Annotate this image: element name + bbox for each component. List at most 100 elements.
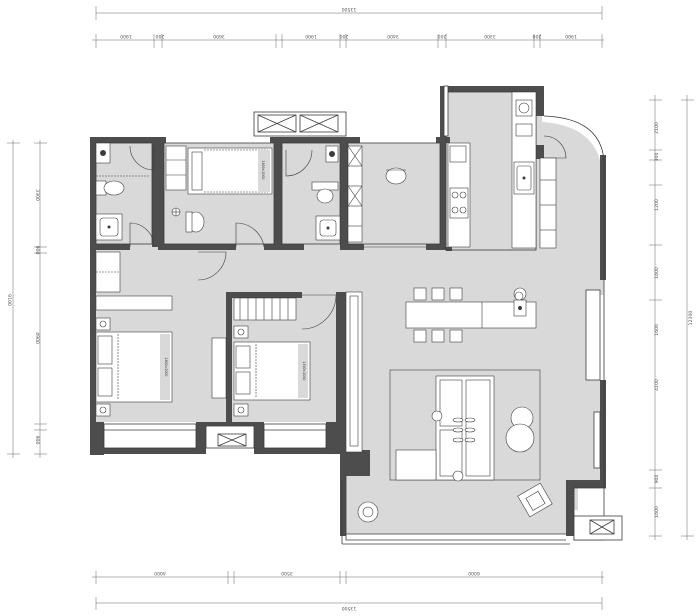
kitchen-fixtures — [447, 91, 557, 249]
bathroom-left-fixtures — [95, 142, 150, 241]
floor-lamp — [514, 291, 524, 301]
laundry-cabinet — [347, 145, 363, 243]
bottom-dimension-text: 4000 3500 6000 13500 — [154, 570, 480, 611]
wall-top-laundry — [340, 137, 360, 143]
dining-chair-1 — [413, 287, 427, 301]
wall-bottom-mid2 — [326, 422, 346, 452]
hall-floor — [94, 247, 604, 295]
wall-bottom-small-2 — [254, 422, 264, 454]
left-total-dim: 9100 — [6, 294, 12, 306]
dining-chair-2 — [431, 287, 445, 301]
wall-kitchen-bottom — [446, 247, 452, 251]
wardrobe-mid — [233, 297, 297, 321]
dining-chair-5 — [431, 329, 445, 343]
wall-bottom-balcony-mid — [262, 448, 340, 454]
sofa-cushion-2 — [452, 427, 464, 433]
left-dim-4: 900 — [34, 436, 40, 445]
sofa-cushion-5 — [464, 427, 476, 433]
right-dim-6: 4100 — [654, 379, 660, 391]
wall-bottom-balcony-left — [90, 448, 198, 454]
right-dimension-lines — [649, 95, 694, 540]
wall-masterbath-bottom — [158, 244, 236, 250]
wall-bedroom-top-right — [226, 292, 302, 298]
bottom-dim-3: 6000 — [468, 570, 480, 576]
top-dim-10: 1900 — [565, 33, 577, 39]
left-dim-1: 3300 — [34, 189, 40, 201]
toilet-mid-bowl — [316, 188, 334, 204]
laundry-fixtures — [347, 145, 407, 243]
door-bath-mid-top — [285, 149, 313, 177]
window-bedroom-mid — [263, 423, 327, 449]
top-dimension-lines — [92, 6, 604, 48]
right-dim-4: 1600 — [654, 267, 660, 279]
sofa-cushion-6 — [464, 437, 476, 443]
top-dimension-text: 13500 1900 200 3600 1900 200 3400 200 33… — [120, 6, 577, 39]
wall-right-exterior — [600, 155, 606, 280]
wall-bedroom-right — [336, 292, 346, 452]
window-bedroom-left — [103, 423, 197, 449]
wall-bottom-left — [90, 422, 104, 455]
left-dimension-text: 9100 3300 900 4900 900 — [6, 189, 40, 444]
top-dim-6: 3400 — [387, 33, 399, 39]
toilet-left-bowl — [103, 180, 125, 196]
door-bath-left-top — [129, 145, 155, 171]
door-masterbath — [235, 222, 265, 248]
wall-top-masterbath — [270, 137, 346, 143]
coffee-table-2 — [505, 423, 535, 453]
top-dim-1: 1900 — [120, 33, 132, 39]
wall-kitchen-right-mid — [536, 145, 544, 159]
wall-bath-mid-bottom — [264, 244, 304, 250]
bed-mid-label: 1500×2000 — [302, 362, 306, 381]
wall-laundry-bottom-right — [426, 244, 446, 250]
right-dim-1: 2100 — [654, 122, 660, 134]
right-dim-5: 1600 — [654, 324, 660, 336]
top-dim-8: 3300 — [484, 33, 496, 39]
wall-masterbath-right — [274, 137, 282, 247]
dining-chair-4 — [413, 329, 427, 343]
stove — [449, 187, 469, 219]
left-dimension-lines — [7, 140, 47, 458]
window-kitchen-top — [443, 85, 449, 137]
wall-living-left-bottom — [340, 450, 370, 476]
fridge — [449, 145, 467, 163]
hall-cabinet — [95, 295, 173, 311]
dining-floor — [542, 122, 600, 295]
wall-bottom-small-1 — [196, 422, 206, 454]
oven — [515, 123, 533, 137]
right-total-dim: 12300 — [688, 311, 694, 326]
desk-mid — [211, 337, 227, 399]
master-bath-fixtures — [165, 145, 273, 233]
dining-chair-6 — [449, 329, 463, 343]
wall-bath-left-bottom — [90, 244, 130, 250]
bathroom-mid-fixtures — [311, 145, 341, 241]
bottom-dim-2: 3500 — [281, 570, 293, 576]
hall-fixtures — [95, 251, 363, 453]
living-furniture — [357, 291, 553, 523]
door-bedroom-mid — [301, 294, 337, 330]
door-bath-left — [129, 222, 155, 248]
top-dim-2: 200 — [156, 33, 165, 39]
walls — [90, 86, 606, 536]
left-dim-3: 4900 — [34, 332, 40, 344]
wall-bath-mid-right — [340, 137, 348, 247]
wall-bedroom-divider — [226, 292, 232, 422]
bottom-total-dim: 13500 — [342, 605, 357, 611]
wall-living-corner — [566, 480, 606, 488]
door-bedroom-left — [197, 251, 227, 281]
wall-laundry-bottom — [340, 244, 364, 250]
window-living-right-2 — [593, 411, 601, 469]
side-table — [431, 410, 443, 422]
top-dim-5: 200 — [340, 33, 349, 39]
wall-kitchen-left — [440, 86, 446, 250]
bedroom-mid-furniture — [211, 325, 311, 417]
kitchen-cabinet-right — [539, 157, 557, 249]
right-dim-2: 300 — [654, 153, 660, 162]
wall-right-lower — [600, 380, 606, 480]
bedroom-left-furniture — [95, 317, 173, 417]
sofa-cushion-1 — [452, 417, 464, 423]
top-dim-7: 200 — [438, 33, 447, 39]
bottom-dim-1: 4000 — [154, 570, 166, 576]
right-dim-8: 1600 — [654, 506, 660, 518]
wall-masterbath-left — [158, 137, 164, 247]
